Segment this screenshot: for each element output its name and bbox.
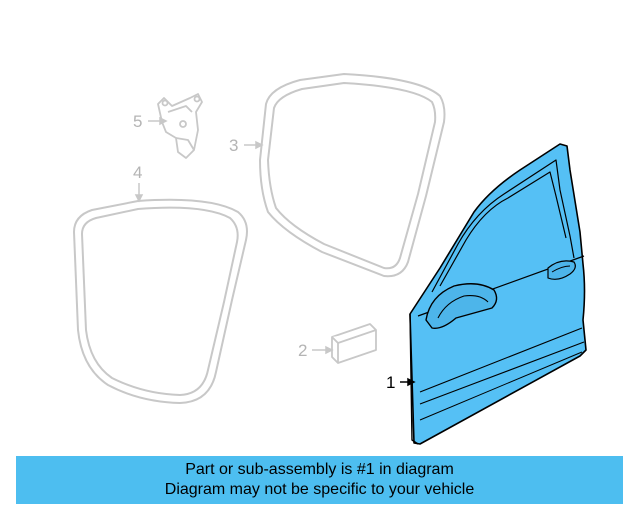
window-frame-inner: [439, 171, 567, 287]
mirror-patch: [425, 283, 498, 329]
door-handle: [547, 260, 576, 280]
leader-part-4: [134, 183, 144, 203]
window-frame: [431, 159, 575, 293]
banner-line-2: Diagram may not be specific to your vehi…: [164, 481, 475, 498]
callout-part-1: 1: [386, 373, 395, 392]
leader-part-1: [400, 377, 416, 387]
info-banner: Part or sub-assembly is #1 in diagram Di…: [16, 456, 623, 504]
part-1-front-door: [409, 143, 587, 445]
part-5-bracket: [157, 93, 203, 159]
leader-part-2: [312, 345, 334, 355]
callout-part-2: 2: [298, 341, 307, 360]
callout-part-4: 4: [133, 163, 142, 182]
leader-part-5: [148, 116, 168, 126]
part-3-door-seal: [259, 73, 446, 278]
part-4-weatherstrip: [73, 198, 248, 404]
leader-part-3: [244, 140, 264, 150]
banner-line-1: Part or sub-assembly is #1 in diagram: [185, 461, 454, 478]
part-2-pad: [331, 323, 377, 364]
callout-part-5: 5: [133, 112, 142, 131]
callout-part-3: 3: [229, 136, 238, 155]
